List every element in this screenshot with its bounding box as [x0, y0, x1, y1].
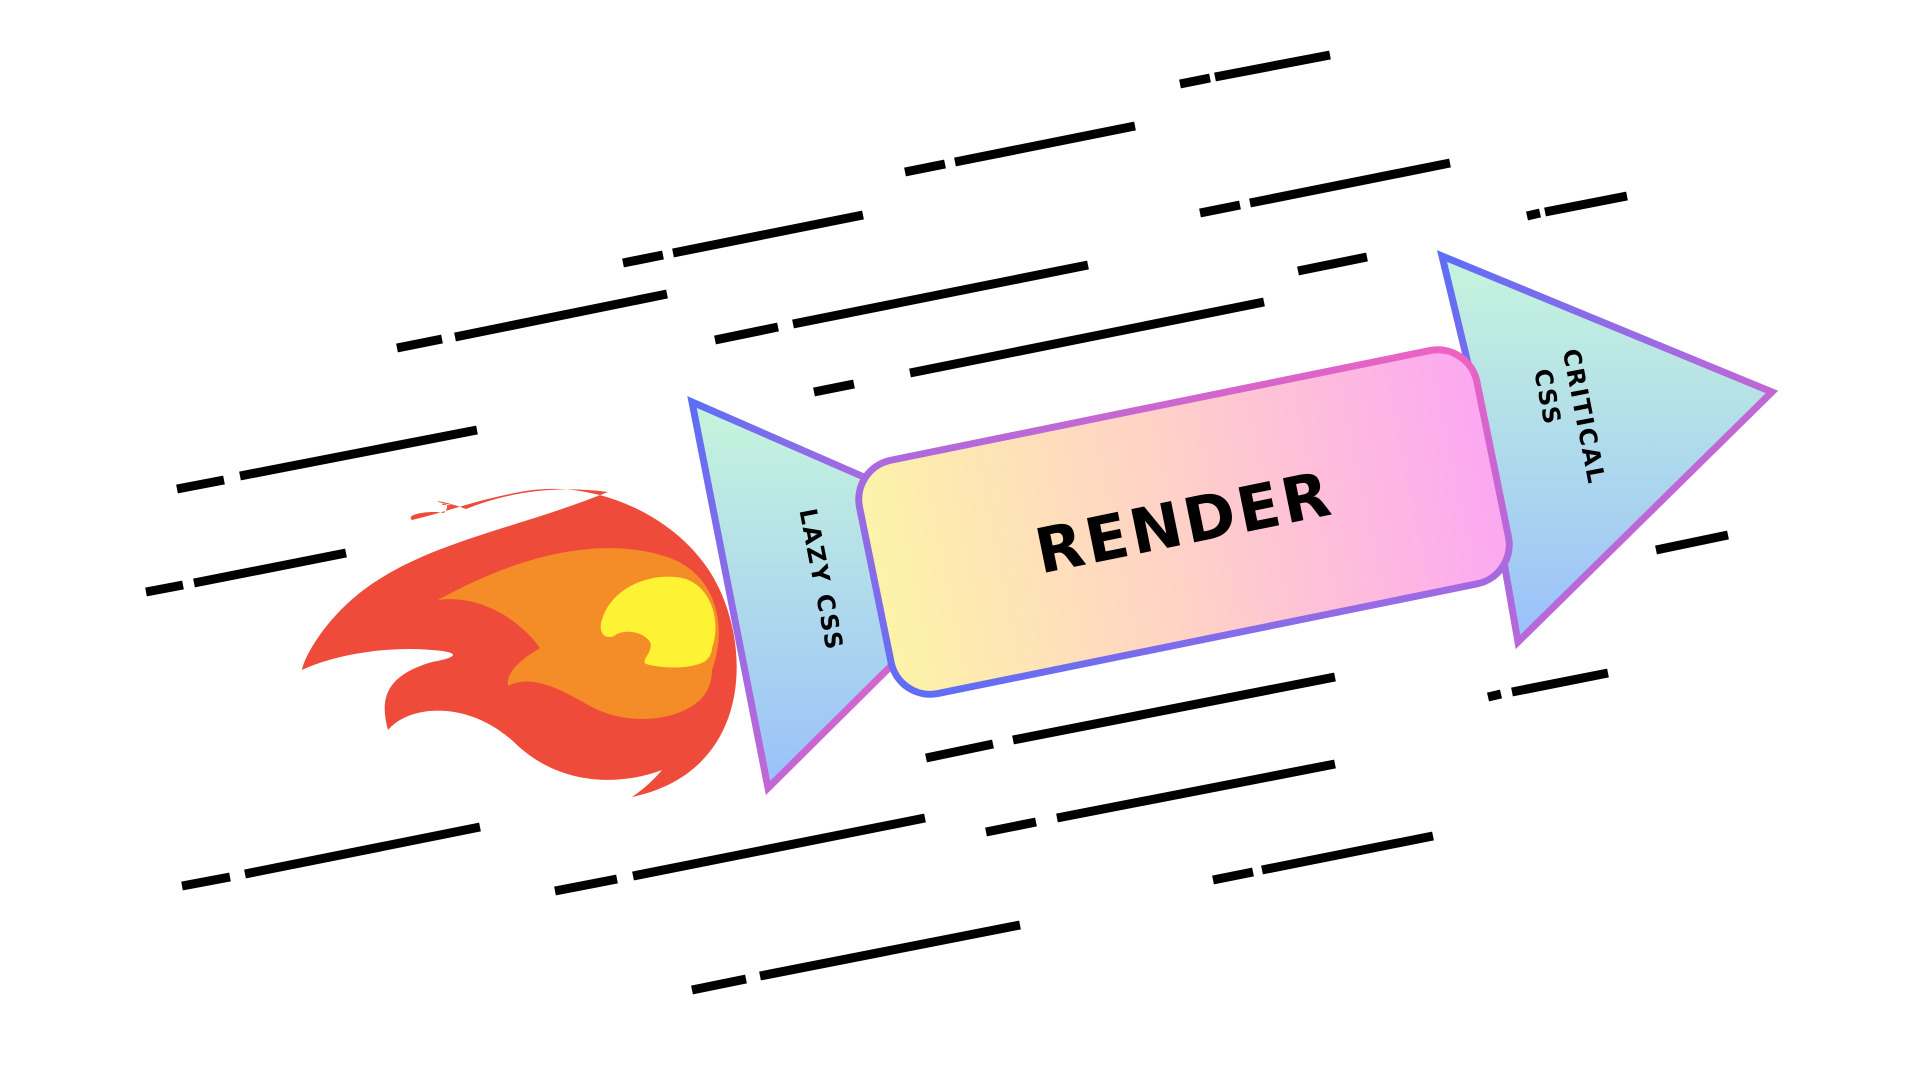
speed-line [672, 210, 864, 258]
speed-line [396, 334, 443, 353]
speed-line [632, 813, 926, 881]
flame-core [600, 576, 716, 668]
speed-line [759, 920, 1021, 981]
speed-line [954, 121, 1136, 167]
speed-line [714, 322, 779, 345]
speed-line [1511, 668, 1609, 697]
speed-line [909, 297, 1265, 378]
speed-line [239, 425, 478, 481]
speed-line [813, 379, 855, 397]
speed-line [1486, 689, 1503, 702]
speed-line [193, 548, 347, 588]
speed-line [1655, 530, 1729, 555]
speed-line [181, 872, 231, 891]
speed-line [792, 260, 1089, 329]
speed-line [1012, 672, 1336, 745]
speed-line [925, 739, 994, 763]
speed-line [622, 250, 664, 268]
speed-line [1525, 208, 1542, 221]
speed-line [691, 974, 747, 995]
speed-line [985, 817, 1037, 837]
speed-line [1056, 759, 1336, 823]
speed-line [244, 822, 481, 879]
speed-line [454, 289, 668, 342]
speed-line [1297, 252, 1368, 276]
speed-line [1261, 831, 1434, 875]
speed-line [554, 874, 618, 896]
speed-line [145, 580, 184, 597]
speed-line [904, 159, 946, 177]
speed-line [1179, 73, 1211, 89]
speed-line [1214, 50, 1331, 82]
speed-line [1544, 191, 1628, 217]
tail-fin [687, 396, 909, 796]
speed-lines [145, 50, 1729, 995]
speed-line [1249, 158, 1451, 208]
flame-icon [302, 488, 737, 797]
nose-cone [1436, 250, 1779, 650]
rocket-body [855, 346, 1513, 698]
speed-line [176, 475, 225, 494]
speed-line [1199, 200, 1241, 218]
speed-line [1212, 867, 1254, 885]
